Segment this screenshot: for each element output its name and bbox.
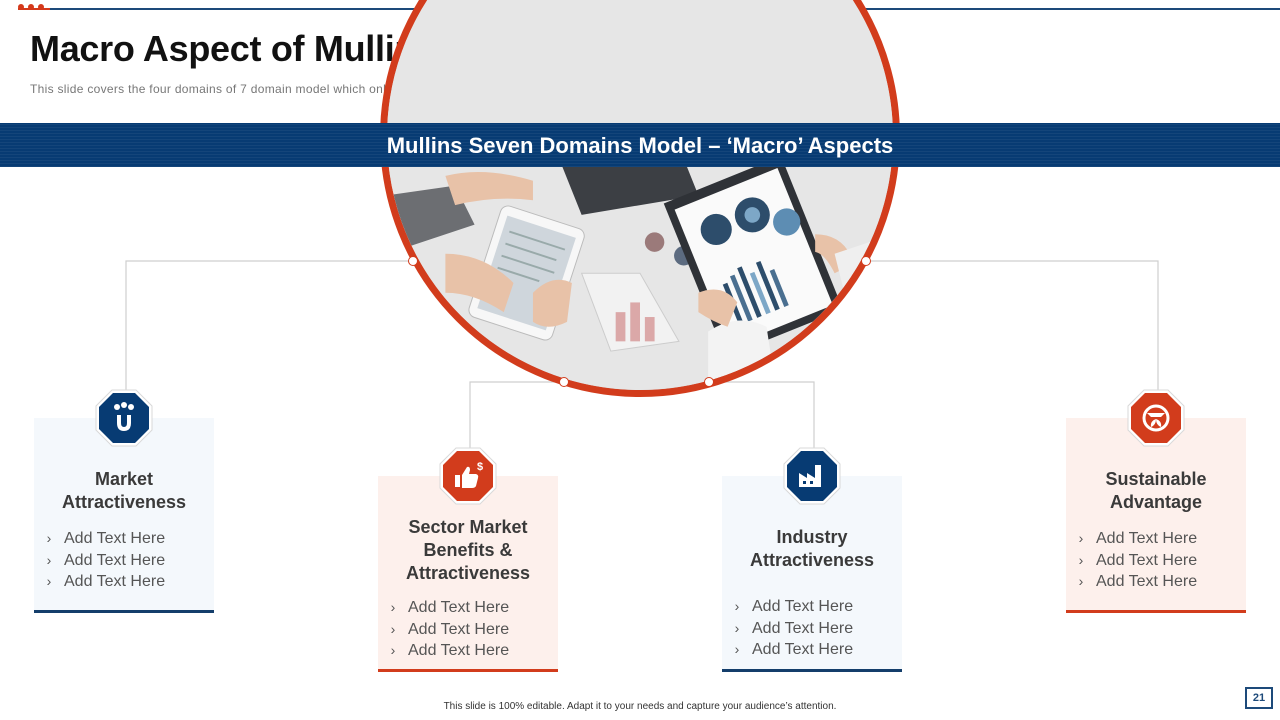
top-dots [18,4,44,10]
dot-3 [38,4,44,10]
list-item: › Add Text Here [378,597,558,619]
connector-market [125,260,413,418]
list-item: › Add Text Here [722,639,902,661]
chevron-right-icon: › [390,599,396,615]
list-item-text: Add Text Here [752,598,854,615]
list-item-text: Add Text Here [408,599,510,616]
list-item-text: Add Text Here [752,619,854,637]
card-title-line: Attractiveness [749,550,875,570]
chevron-right-icon: › [1078,551,1084,568]
chevron-right-icon: › [46,573,52,589]
footer-note: This slide is 100% editable. Adapt it to… [443,701,837,712]
circle-anchor-right [861,256,871,266]
card-market-attractiveness: Market Attractiveness › Add Text Here › Ad… [34,418,214,613]
list-item-text: Add Text Here [752,641,854,658]
chevron-right-icon: › [734,619,740,636]
list-item: › Add Text Here [378,619,558,641]
card-bullet-list: › Add Text Here › Add Text Here › Add Text … [1066,528,1246,593]
chevron-right-icon: › [1078,530,1084,546]
card-title: Sustainable Advantage [1066,468,1246,514]
card-title-line: Sustainable [1105,469,1207,489]
card-sector-market-benefits: Sector Market Benefits & Attractiveness … [378,476,558,672]
list-item-text: Add Text Here [1096,551,1198,569]
card-title-line: Attractiveness [61,492,187,512]
svg-text:$: $ [477,461,483,473]
card-sustainable-advantage: Sustainable Advantage › Add Text Here › Ad… [1066,418,1246,613]
card-title: Sector Market Benefits & Attractiveness [378,516,558,585]
chevron-right-icon: › [390,642,396,658]
chevron-right-icon: › [734,641,740,657]
list-item: › Add Text Here [34,528,214,550]
card-title-line: Advantage [1109,492,1203,512]
top-dots-line [18,8,50,10]
list-item: › Add Text Here [722,618,902,640]
chevron-right-icon: › [390,620,396,637]
magnet-icon [95,389,153,447]
list-item: › Add Text Here [1066,550,1246,572]
card-title-line: Market [94,469,154,489]
circle-anchor-left [408,256,418,266]
card-bullet-list: › Add Text Here › Add Text Here › Add Text … [722,596,902,661]
list-item-text: Add Text Here [408,642,510,659]
card-title-line: Attractiveness [405,563,531,583]
business-meeting-photo [387,0,893,390]
sustainability-icon [1127,389,1185,447]
dot-2 [28,4,34,10]
list-item-text: Add Text Here [64,551,166,569]
card-bullet-list: › Add Text Here › Add Text Here › Add Text … [34,528,214,593]
card-industry-attractiveness: Industry Attractiveness › Add Text Here ›… [722,476,902,672]
list-item-text: Add Text Here [64,573,166,590]
circle-anchor-bottom-right [704,377,714,387]
card-title-line: Industry [776,527,848,547]
chevron-right-icon: › [46,551,52,568]
card-bullet-list: › Add Text Here › Add Text Here › Add Text … [378,597,558,662]
list-item-text: Add Text Here [408,620,510,638]
thumbs-up-dollar-icon: $ [439,447,497,505]
card-title-line: Sector Market [408,517,528,537]
banner-title: Mullins Seven Domains Model – ‘Macro’ As… [386,133,894,158]
card-title: Market Attractiveness [34,468,214,514]
list-item: › Add Text Here [722,596,902,618]
connector-sustainable [866,260,1159,418]
list-item: › Add Text Here [378,640,558,662]
factory-icon [783,447,841,505]
list-item-text: Add Text Here [1096,573,1198,590]
list-item-text: Add Text Here [1096,530,1198,547]
chevron-right-icon: › [46,530,52,546]
card-title-line: Benefits & [423,540,513,560]
chevron-right-icon: › [1078,573,1084,589]
dot-1 [18,4,24,10]
list-item-text: Add Text Here [64,530,166,547]
circle-anchor-bottom-left [559,377,569,387]
list-item: › Add Text Here [1066,571,1246,593]
hero-photo-circle [380,0,900,397]
section-banner: Mullins Seven Domains Model – ‘Macro’ As… [0,123,1280,167]
list-item: › Add Text Here [34,550,214,572]
list-item: › Add Text Here [1066,528,1246,550]
page-number: 21 [1245,687,1273,709]
list-item: › Add Text Here [34,571,214,593]
chevron-right-icon: › [734,598,740,614]
card-title: Industry Attractiveness [722,526,902,572]
